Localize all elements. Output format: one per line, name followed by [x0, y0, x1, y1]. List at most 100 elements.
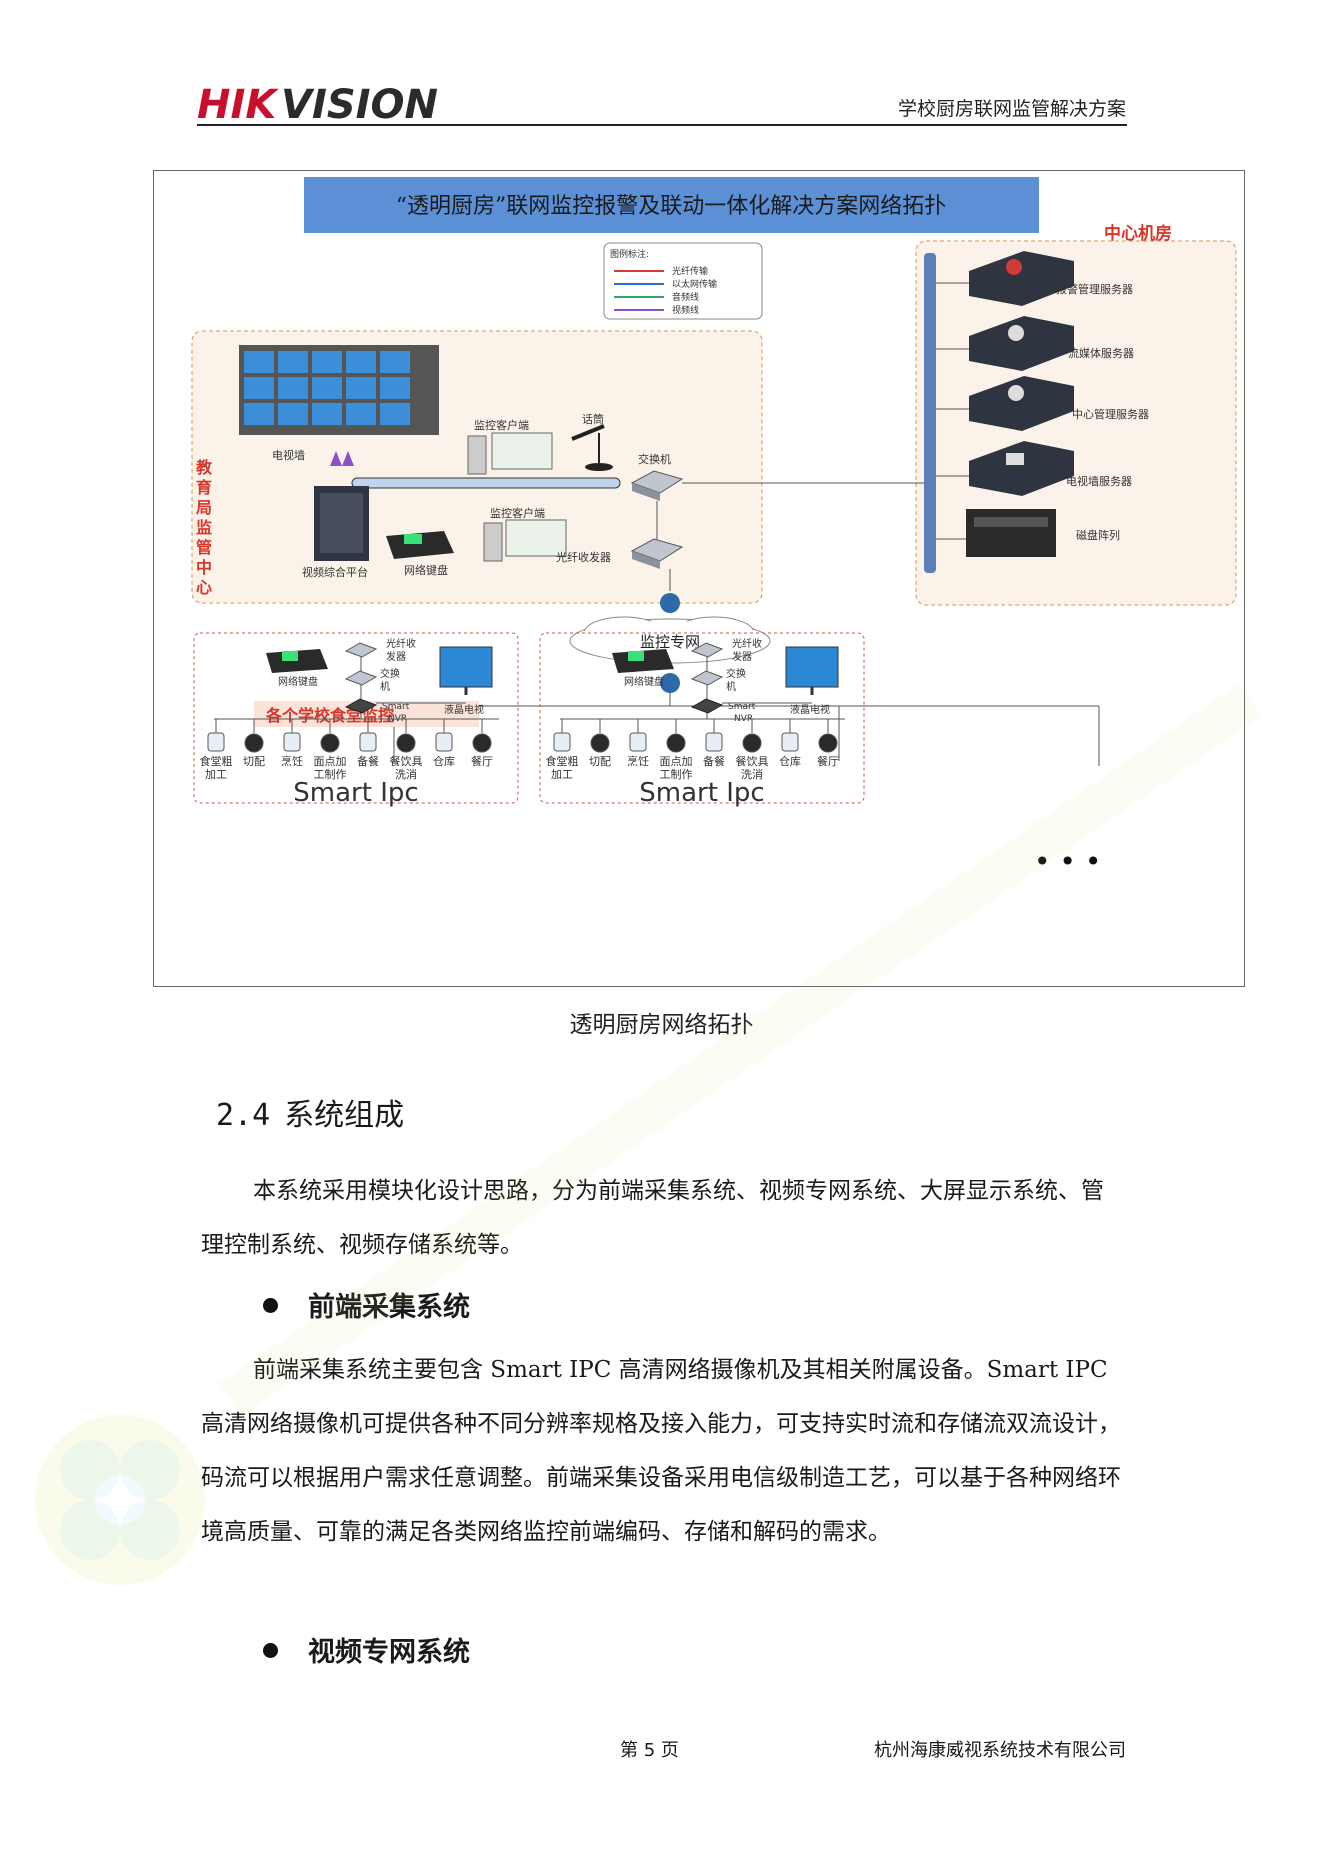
dome-camera-icon	[396, 733, 416, 753]
tv-wall-server-icon	[969, 441, 1074, 496]
box-camera-icon	[283, 732, 301, 752]
camera-label-8: 餐厅	[471, 754, 493, 768]
dome-camera-icon	[666, 733, 686, 753]
bureau-switch-label: 交换机	[638, 452, 671, 466]
legend-item-ethernet: 以太网传输	[672, 278, 717, 290]
section-title: 系统组成	[284, 1098, 405, 1133]
school-keyboard-label: 网络键盘	[278, 675, 318, 688]
bullet-front-end-label: 前端采集系统	[308, 1292, 470, 1323]
monitor-client-1-icon	[467, 432, 553, 475]
platform-label: 视频综合平台	[302, 565, 368, 579]
camera-label-5: 备餐	[357, 754, 379, 768]
camera-label-3: 烹饪	[281, 754, 303, 768]
front-end-paragraph: 前端采集系统主要包含 Smart IPC 高清网络摄像机及其相关附属设备。Sma…	[201, 1357, 1121, 1545]
dome-camera-icon	[818, 733, 838, 753]
alarm-server-icon	[969, 251, 1074, 306]
camera-label-6: 餐饮具洗消	[736, 754, 769, 781]
school-keyboard-label: 网络键盘	[624, 675, 664, 688]
school-nvr-icon	[344, 698, 378, 714]
camera-label-7: 仓库	[433, 754, 455, 768]
center-room-label: 中心机房	[1104, 223, 1172, 244]
monitor-client-2-icon	[483, 519, 567, 562]
camera-label-7: 仓库	[779, 754, 801, 768]
tv-wall-icon	[239, 345, 439, 435]
streaming-server-icon	[969, 316, 1074, 371]
school-switch-icon	[344, 670, 378, 686]
box-camera-icon	[359, 732, 377, 752]
legend-item-audio: 音频线	[672, 291, 699, 303]
school-optical-icon	[344, 642, 378, 658]
school-lcd-icon	[785, 646, 839, 688]
server-label-disk: 磁盘阵列	[1076, 528, 1120, 542]
dome-camera-icon	[590, 733, 610, 753]
school-switch-label: 交换机	[726, 667, 746, 693]
router-icon-top	[660, 593, 680, 613]
diagram-title-bar	[304, 177, 1039, 233]
header-rule	[197, 124, 1127, 126]
bullet-front-end: 前端采集系统	[263, 1285, 470, 1324]
box-camera-icon	[781, 732, 799, 752]
hikvision-logo: HIK VISION	[197, 82, 438, 128]
school-lcd-icon	[439, 646, 493, 688]
network-topology-diagram: “透明厨房”联网监控报警及联动一体化解决方案网络拓扑 图例标注: 光纤传输 以太…	[153, 170, 1245, 987]
section-number: 2.4	[216, 1098, 271, 1133]
bullet-video-net: 视频专网系统	[263, 1630, 470, 1669]
camera-label-5: 备餐	[703, 754, 725, 768]
section-heading: 2.4 系统组成	[216, 1090, 404, 1134]
svg-text:VISION: VISION	[281, 82, 438, 128]
dome-camera-icon	[244, 733, 264, 753]
management-server-icon	[969, 376, 1074, 431]
svg-text:HIK: HIK	[197, 82, 279, 128]
box-camera-icon	[207, 732, 225, 752]
school-zone-2	[539, 632, 865, 804]
box-camera-icon	[435, 732, 453, 752]
camera-label-2: 切配	[589, 755, 611, 768]
camera-label-6: 餐饮具洗消	[390, 754, 423, 781]
diagram-title: “透明厨房”联网监控报警及联动一体化解决方案网络拓扑	[396, 194, 947, 219]
legend-heading: 图例标注:	[610, 248, 649, 260]
school-optical-icon	[690, 642, 724, 658]
school-zone-1	[193, 632, 519, 804]
bureau-optical-transceiver-icon	[630, 538, 684, 569]
school-switch-label: 交换机	[380, 667, 400, 693]
school-keyboard-screen	[628, 651, 644, 661]
bullet-dot-icon	[263, 1643, 278, 1658]
backbone-bar	[924, 253, 936, 573]
camera-label-4: 面点加工制作	[660, 755, 693, 781]
bureau-keyboard-label: 网络键盘	[404, 563, 448, 577]
bullet-dot-icon	[263, 1298, 278, 1313]
camera-label-3: 烹饪	[627, 754, 649, 768]
bureau-backbone	[351, 477, 621, 489]
box-camera-icon	[553, 732, 571, 752]
camera-label-8: 餐厅	[817, 754, 839, 768]
camera-label-2: 切配	[243, 755, 265, 768]
bureau-switch-icon	[630, 470, 684, 501]
camera-label-4: 面点加工制作	[314, 755, 347, 781]
school-smart-ipc-label: Smart Ipc	[293, 778, 418, 808]
client-2-label: 监控客户端	[490, 506, 545, 520]
page-number: 第 5 页	[620, 1740, 679, 1761]
dome-camera-icon	[320, 733, 340, 753]
legend-item-fiber: 光纤传输	[672, 265, 708, 277]
bureau-optical-label: 光纤收发器	[556, 550, 611, 564]
disk-array-icon	[966, 509, 1056, 557]
school-lcd-label: 液晶电视	[790, 703, 830, 716]
client-1-label: 监控客户端	[474, 418, 529, 432]
school-optical-label: 光纤收发器	[386, 637, 416, 663]
server-label-management: 中心管理服务器	[1072, 407, 1149, 421]
box-camera-icon	[629, 732, 647, 752]
dome-camera-icon	[742, 733, 762, 753]
school-optical-label: 光纤收发器	[732, 637, 762, 663]
legend-item-video: 视频线	[672, 304, 699, 316]
video-platform-icon	[314, 486, 369, 561]
school-smart-ipc-label: Smart Ipc	[639, 778, 764, 808]
camera-label-1: 食堂粗加工	[200, 754, 233, 781]
tv-wall-label: 电视墙	[272, 448, 305, 462]
server-label-alarm: 报警管理服务器	[1056, 282, 1133, 296]
intro-paragraph: 本系统采用模块化设计思路，分为前端采集系统、视频专网系统、大屏显示系统、管理控制…	[201, 1178, 1104, 1258]
bureau-label: 教育局监管中心	[196, 458, 213, 597]
network-label: 监控专网	[640, 633, 700, 651]
school-lcd-label: 液晶电视	[444, 703, 484, 716]
company-name: 杭州海康威视系统技术有限公司	[874, 1740, 1126, 1761]
school-keyboard-screen	[282, 651, 298, 661]
